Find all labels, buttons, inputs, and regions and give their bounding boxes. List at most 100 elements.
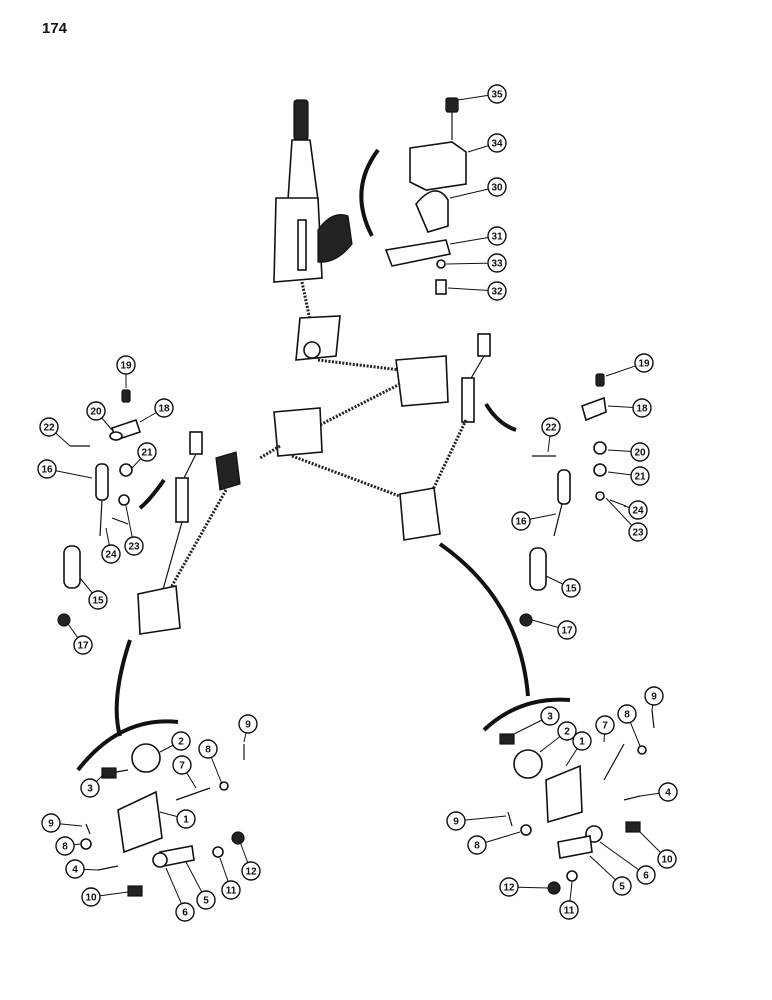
callout-circle <box>101 544 121 564</box>
callout-20: 20 <box>86 401 113 431</box>
callout-7: 7 <box>172 755 197 789</box>
callout-circle <box>137 442 157 462</box>
callout-35: 35 <box>457 84 507 104</box>
callout-circle <box>39 417 59 437</box>
callout-16: 16 <box>37 459 93 479</box>
callout-number: 10 <box>85 893 97 904</box>
callout-circle <box>540 706 560 726</box>
callout-circle <box>658 782 678 802</box>
callout-circle <box>487 177 507 197</box>
callout-number: 4 <box>72 865 78 876</box>
callout-21: 21 <box>131 442 157 469</box>
callout-4: 4 <box>639 782 678 802</box>
callout-number: 15 <box>565 584 577 595</box>
callout-circle <box>446 811 466 831</box>
callout-number: 8 <box>62 842 68 853</box>
callout-number: 15 <box>92 596 104 607</box>
callout-9: 9 <box>446 811 507 831</box>
left-linkage <box>114 431 241 737</box>
callout-number: 9 <box>453 817 459 828</box>
callout-8: 8 <box>198 739 223 785</box>
callout-number: 9 <box>651 692 657 703</box>
callout-number: 1 <box>579 737 585 748</box>
callout-circle <box>172 755 192 775</box>
callout-3: 3 <box>513 706 560 735</box>
callout-number: 4 <box>665 788 671 799</box>
callout-21: 21 <box>607 466 650 486</box>
callout-number: 3 <box>547 712 553 723</box>
callout-7: 7 <box>595 715 615 743</box>
callout-group: 3534303133321918202221162423151719182220… <box>37 84 678 922</box>
callout-number: 33 <box>491 259 503 270</box>
callout-8: 8 <box>617 704 641 747</box>
left-clevis-parts <box>57 389 142 627</box>
callout-number: 1 <box>183 815 189 826</box>
callout-circle <box>511 511 531 531</box>
callout-31: 31 <box>449 226 507 246</box>
callout-number: 34 <box>491 139 503 150</box>
callout-circle <box>628 500 648 520</box>
callout-number: 7 <box>179 761 185 772</box>
callout-number: 6 <box>182 908 188 919</box>
callout-9: 9 <box>644 686 664 711</box>
callout-circle <box>171 731 191 751</box>
callout-circle <box>81 887 101 907</box>
callout-circle <box>632 398 652 418</box>
callout-number: 30 <box>491 183 503 194</box>
callout-circle <box>55 836 75 856</box>
callout-circle <box>557 620 577 640</box>
callout-number: 23 <box>128 542 140 553</box>
callout-8: 8 <box>55 836 81 856</box>
callout-12: 12 <box>499 877 549 897</box>
callout-circle <box>559 900 579 920</box>
callout-circle <box>175 902 195 922</box>
callout-number: 20 <box>90 407 102 418</box>
callout-circle <box>196 890 216 910</box>
callout-10: 10 <box>81 887 129 907</box>
callout-number: 7 <box>602 721 608 732</box>
callout-circle <box>572 731 592 751</box>
callout-circle <box>644 686 664 706</box>
callout-10: 10 <box>639 831 677 869</box>
callout-circle <box>595 715 615 735</box>
callout-circle <box>499 877 519 897</box>
callout-6: 6 <box>599 841 656 885</box>
callout-number: 16 <box>41 465 53 476</box>
callout-11: 11 <box>559 881 579 920</box>
callout-circle <box>73 635 93 655</box>
callout-number: 17 <box>77 641 89 652</box>
callout-number: 35 <box>491 90 503 101</box>
callout-number: 19 <box>120 361 132 372</box>
callout-number: 31 <box>491 232 503 243</box>
callout-number: 3 <box>87 784 93 795</box>
callout-34: 34 <box>467 133 507 153</box>
callout-18: 18 <box>607 398 652 418</box>
callout-number: 8 <box>624 710 630 721</box>
callout-number: 18 <box>636 404 648 415</box>
callout-17: 17 <box>531 619 577 640</box>
page-number: 174 <box>42 20 68 37</box>
callout-circle <box>628 522 648 542</box>
callout-number: 20 <box>634 448 646 459</box>
callout-circle <box>198 739 218 759</box>
callout-1: 1 <box>565 731 592 767</box>
callout-circle <box>41 813 61 833</box>
callout-16: 16 <box>511 511 557 531</box>
callout-32: 32 <box>447 281 507 301</box>
callout-number: 10 <box>661 855 673 866</box>
callout-circle <box>221 880 241 900</box>
callout-number: 8 <box>474 841 480 852</box>
callout-9: 9 <box>238 714 258 743</box>
callout-circle <box>630 442 650 462</box>
upper-bracket-hardware <box>384 97 467 295</box>
callout-8: 8 <box>467 831 521 855</box>
callout-5: 5 <box>185 861 216 910</box>
callout-circle <box>487 226 507 246</box>
callout-number: 6 <box>643 871 649 882</box>
callout-22: 22 <box>39 417 71 447</box>
callout-number: 19 <box>638 359 650 370</box>
callout-33: 33 <box>445 253 507 273</box>
callout-number: 5 <box>203 896 209 907</box>
callout-number: 22 <box>43 423 55 434</box>
callout-circle <box>657 849 677 869</box>
